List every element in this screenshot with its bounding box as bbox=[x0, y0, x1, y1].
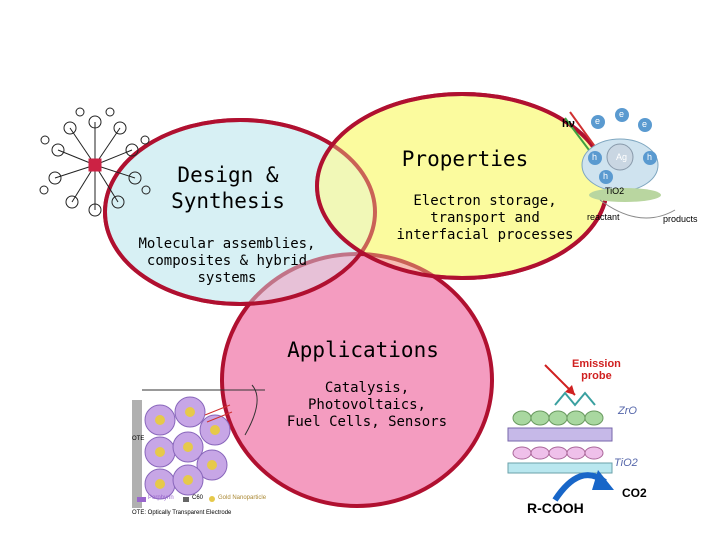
legend-c60: C60 bbox=[192, 495, 204, 501]
legend-porphyrin: Porphyrin bbox=[148, 495, 174, 501]
applications-subtitle: Catalysis, Photovoltaics, Fuel Cells, Se… bbox=[286, 380, 448, 430]
applications-title: Applications bbox=[287, 338, 439, 362]
co2-label: CO2 bbox=[622, 486, 647, 500]
properties-subtitle: Electron storage, transport and interfac… bbox=[396, 193, 574, 243]
ote-caption: OTE: Optically Transparent Electrode bbox=[132, 510, 232, 516]
molecule-row bbox=[512, 446, 604, 460]
design-overlay bbox=[103, 118, 377, 306]
reactant-label: reactant bbox=[587, 212, 620, 222]
design-subtitle: Molecular assemblies, composites & hybri… bbox=[138, 236, 316, 286]
legend-gold: Gold Nanoparticle bbox=[218, 495, 267, 501]
support-label: TiO2 bbox=[605, 186, 625, 196]
nanoparticle-cluster bbox=[144, 396, 231, 500]
light-label: hν bbox=[562, 118, 575, 130]
hole-label-3: h bbox=[603, 171, 609, 181]
emission-probe-label: Emission probe bbox=[572, 358, 621, 382]
design-title: Design & Synthesis bbox=[171, 163, 285, 213]
tio-label: TiO2 bbox=[614, 457, 638, 469]
solar-cell-illustration bbox=[132, 384, 265, 508]
dendrimer-molecule-image bbox=[39, 107, 151, 217]
metal-label: Ag bbox=[616, 152, 628, 162]
hole-label-1: h bbox=[592, 152, 598, 162]
electron-label-1: e bbox=[595, 116, 601, 126]
rcooh-label: R-COOH bbox=[527, 500, 584, 516]
ote-label: OTE bbox=[132, 436, 145, 442]
hole-label-2: h bbox=[647, 152, 653, 162]
properties-title: Properties bbox=[401, 147, 529, 171]
applications-circle bbox=[220, 252, 494, 508]
sensor-illustration bbox=[507, 364, 614, 502]
electron-label-2: e bbox=[619, 109, 625, 119]
probe-row bbox=[512, 410, 604, 426]
products-label: products bbox=[663, 214, 698, 224]
photocatalysis-illustration bbox=[564, 108, 676, 219]
zro-label: ZrO bbox=[618, 405, 637, 417]
electron-label-3: e bbox=[642, 119, 648, 129]
